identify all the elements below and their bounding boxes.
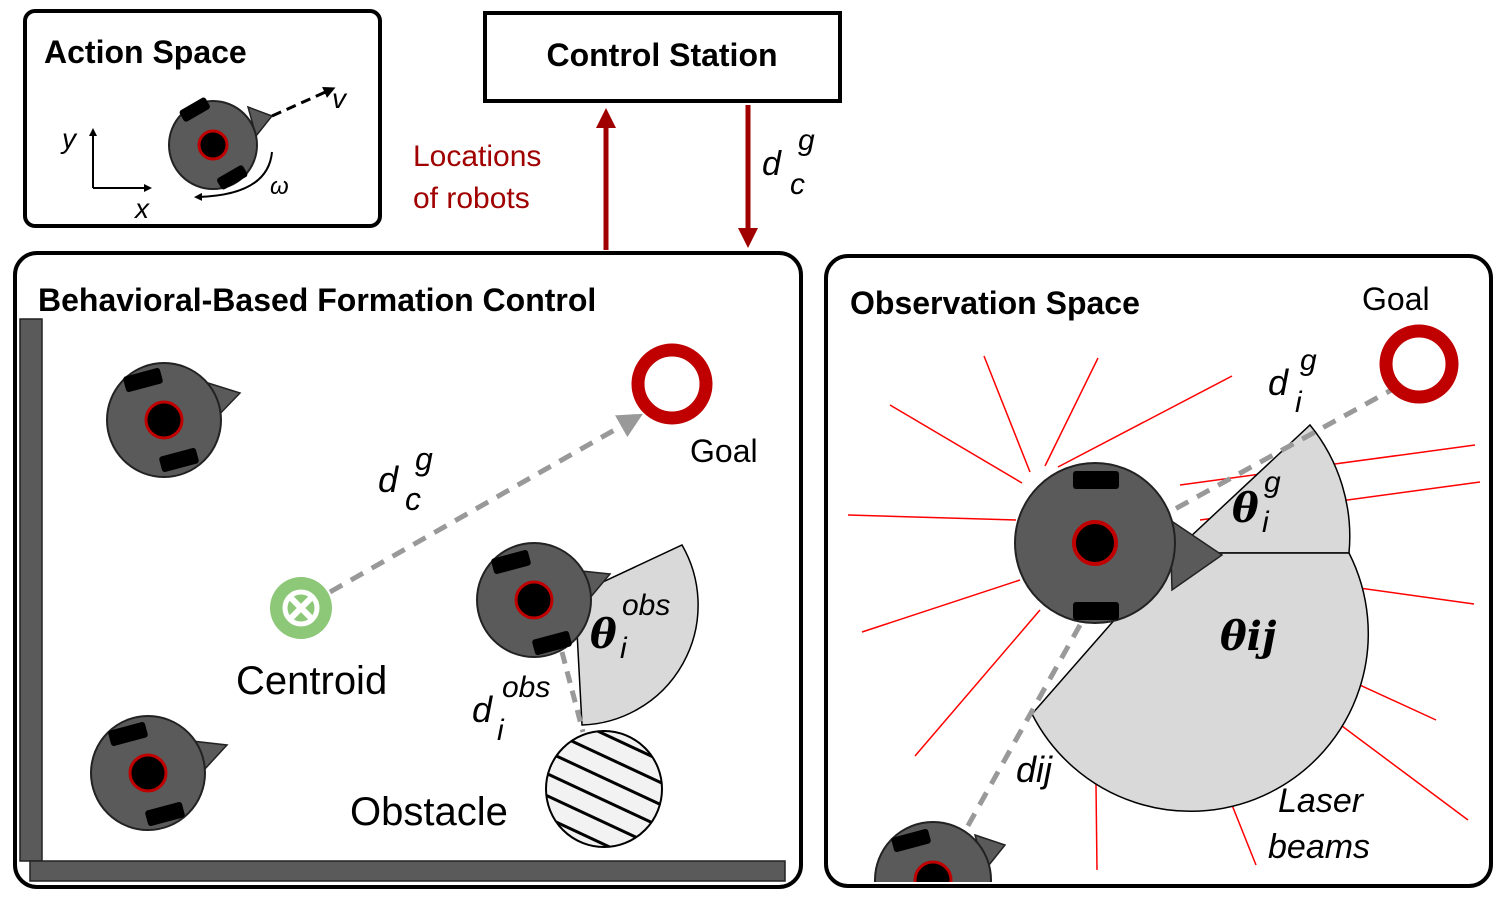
dij-label: dij: [1016, 749, 1053, 790]
observation-title: Observation Space: [850, 285, 1140, 321]
centroid-label: Centroid: [236, 659, 387, 703]
svg-text:obs: obs: [502, 671, 550, 704]
laser-label-line2: beams: [1268, 828, 1370, 866]
svg-text:g: g: [1264, 466, 1281, 499]
goal-distance-line: [1153, 385, 1397, 523]
dcg-formation-label: d c g: [378, 441, 433, 517]
theta-ig-label: θ i g: [1232, 466, 1281, 539]
goal-label: Goal: [690, 433, 758, 469]
obstacle-label: Obstacle: [350, 790, 508, 834]
theta-obs-sector: [574, 544, 699, 726]
locations-label-line1: Locations: [413, 140, 541, 173]
dcg-station-label: d c g: [762, 124, 815, 201]
svg-text:g: g: [798, 124, 815, 157]
svg-text:obs: obs: [622, 589, 670, 622]
svg-text:d: d: [378, 459, 399, 500]
svg-text:d: d: [762, 145, 782, 183]
left-wall: [19, 318, 43, 862]
formation-panel: Behavioral-Based Formation Control Goal …: [13, 251, 803, 889]
dig-label: d i g: [1268, 344, 1317, 419]
svg-text:c: c: [790, 168, 805, 201]
action-space-panel: Action Space y x v ω: [23, 9, 382, 228]
svg-text:c: c: [405, 481, 421, 517]
robot-icon: [168, 97, 274, 190]
robot-neighbor: [874, 821, 1007, 882]
svg-text:d: d: [472, 689, 493, 730]
axis-x-label: x: [133, 193, 150, 224]
action-space-title: Action Space: [44, 34, 247, 70]
theta-ij-label: θij: [1220, 613, 1277, 660]
control-station-title: Control Station: [546, 37, 777, 73]
robot-bottom-left: [90, 715, 229, 831]
axis-y-label: y: [60, 123, 78, 154]
robot-middle: [476, 542, 612, 658]
robot-observer: [1014, 462, 1224, 624]
observation-panel: Observation Space Goal d i g θ i g θij d…: [824, 254, 1493, 888]
obstacle-icon: [545, 730, 663, 848]
svg-text:i: i: [497, 714, 505, 747]
svg-text:i: i: [620, 632, 628, 665]
centroid-goal-line: [328, 413, 643, 595]
svg-text:i: i: [1262, 506, 1270, 539]
d-obs-label: d i obs: [472, 671, 550, 747]
svg-text:i: i: [1295, 386, 1303, 419]
axes-icon: [89, 128, 152, 192]
velocity-arrow: [271, 86, 336, 118]
angular-label: ω: [270, 173, 289, 200]
goal-marker: [631, 343, 713, 425]
locations-label-line2: of robots: [413, 182, 530, 215]
theta-ij-sector: [1031, 552, 1369, 813]
observation-goal-label: Goal: [1362, 281, 1430, 317]
control-station-panel: Control Station: [483, 11, 842, 103]
svg-text:θ: θ: [590, 611, 617, 658]
robot-top-left: [106, 362, 242, 478]
theta-ig-sector: [1171, 423, 1351, 554]
theta-obs-label: θ i obs: [590, 589, 670, 665]
velocity-label: v: [332, 83, 348, 114]
svg-text:d: d: [1268, 362, 1289, 403]
bottom-wall: [29, 860, 786, 882]
observation-goal-marker: [1379, 324, 1459, 404]
obstacle-distance-line: [559, 651, 586, 733]
svg-text:θ: θ: [1232, 485, 1259, 532]
neighbor-distance-line: [957, 623, 1083, 842]
formation-title: Behavioral-Based Formation Control: [38, 282, 596, 318]
svg-text:g: g: [1300, 344, 1317, 377]
laser-label-line1: Laser: [1278, 782, 1365, 820]
centroid-icon: [270, 577, 332, 639]
rotation-arrow: [194, 151, 273, 201]
svg-text:g: g: [415, 441, 433, 477]
